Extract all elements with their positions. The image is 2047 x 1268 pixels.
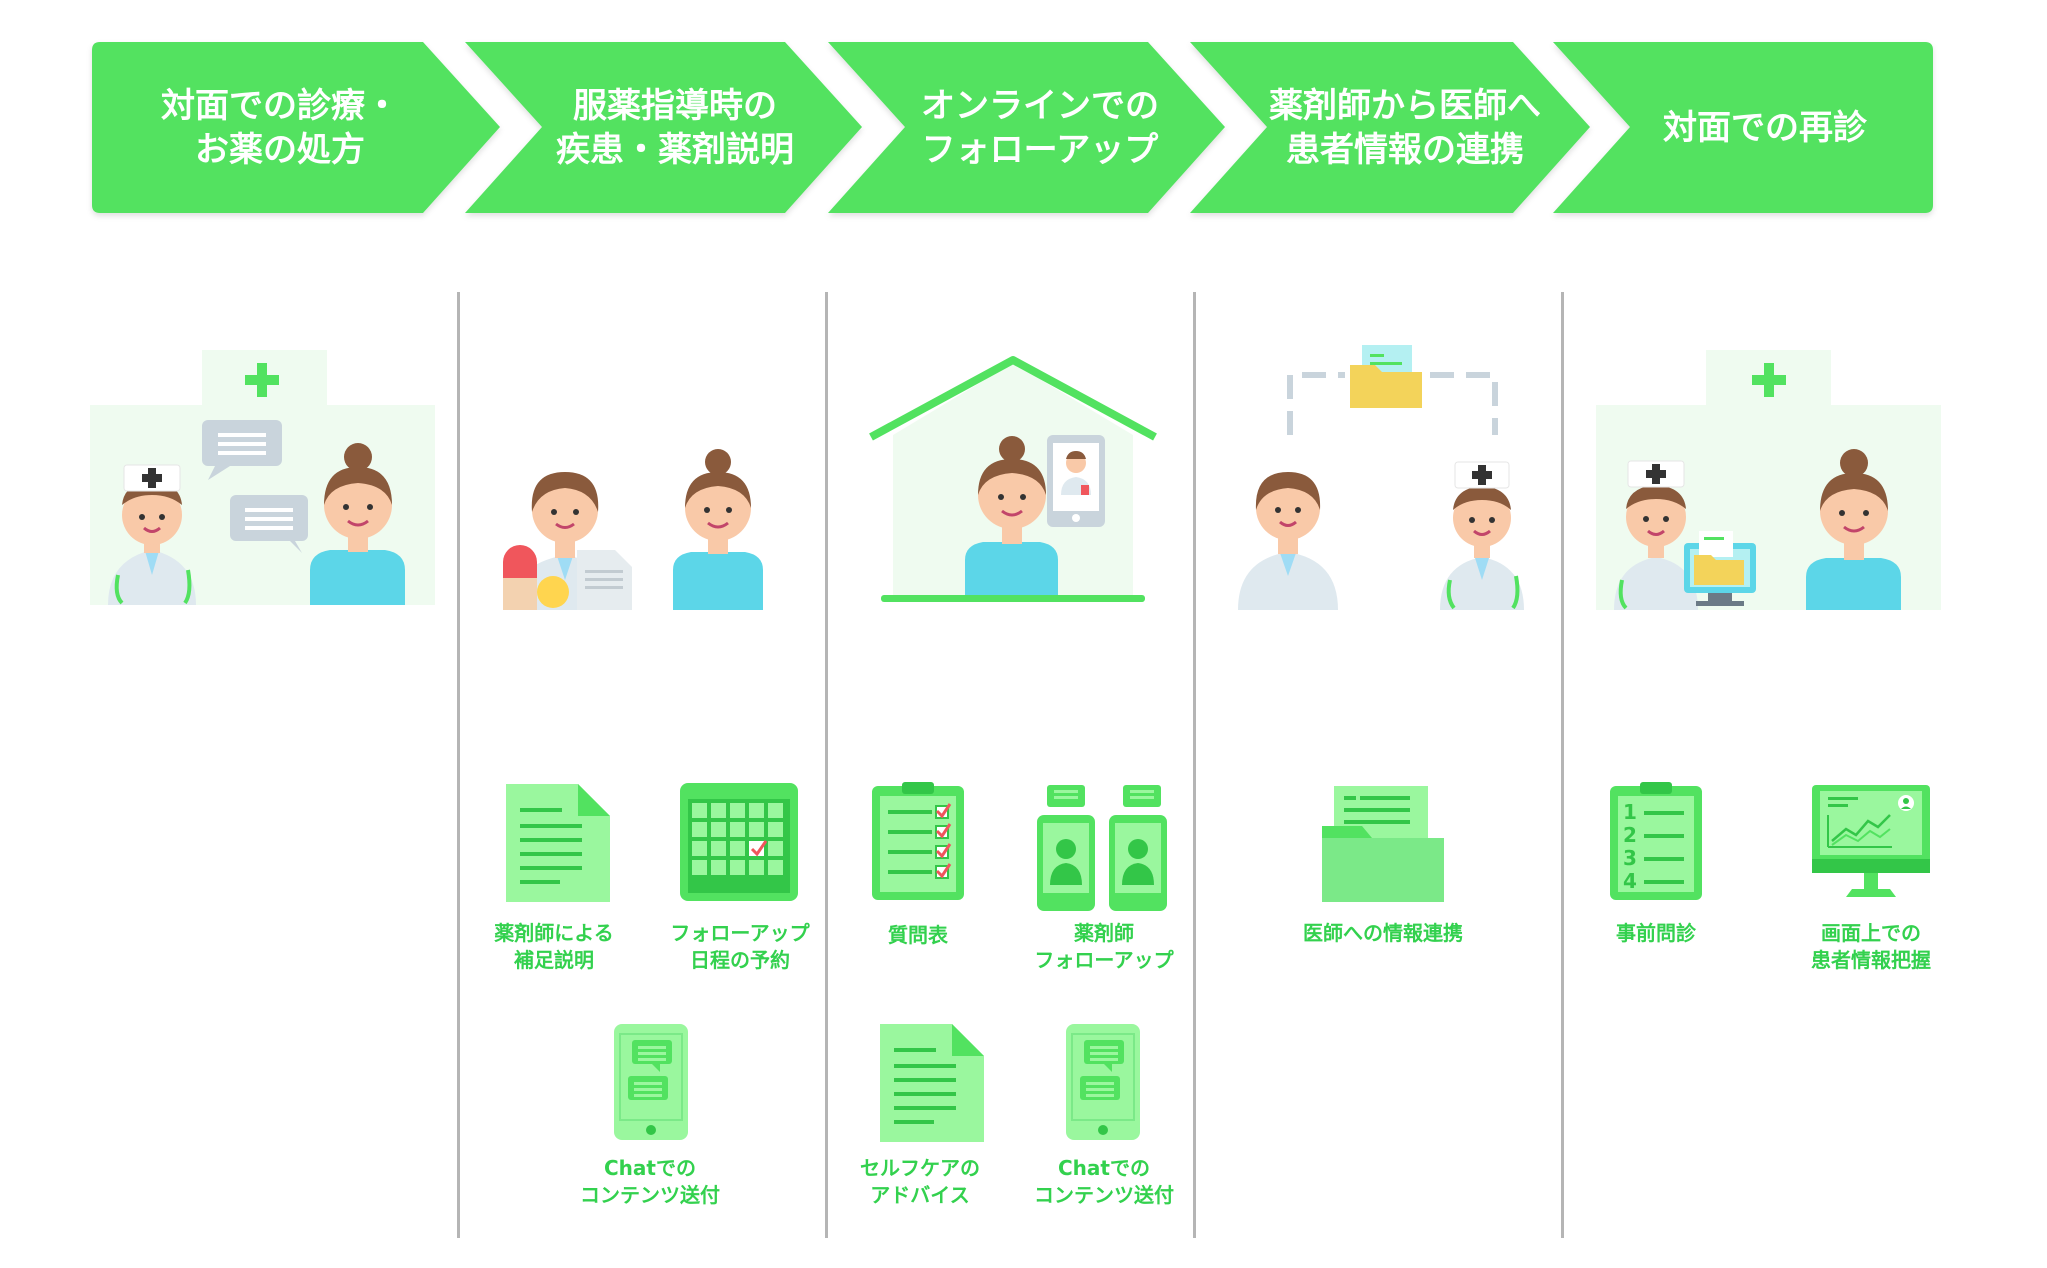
step-label-5: 対面での再診 xyxy=(1663,107,1867,148)
column-divider xyxy=(1193,292,1196,1238)
document-icon xyxy=(577,550,632,610)
svg-text:1: 1 xyxy=(1623,800,1637,824)
step-arrow-2 xyxy=(465,42,862,213)
clinic-consultation-illustration xyxy=(90,350,435,605)
patient-figure xyxy=(673,449,763,610)
home-followup-illustration xyxy=(869,356,1157,602)
tool-label-chat-content: Chatでの コンテンツ送付 xyxy=(580,1156,720,1207)
step-label-1: 対面での診療・ お薬の処方 xyxy=(161,85,399,170)
svg-text:3: 3 xyxy=(1623,846,1637,870)
computer-monitor-icon xyxy=(1684,531,1756,606)
step-arrow-5 xyxy=(1553,42,1933,213)
tool-label-questionnaire: 質問表 xyxy=(888,923,948,947)
medical-cross-icon xyxy=(245,363,279,397)
tool-label-selfcare-advice: セルフケアの アドバイス xyxy=(860,1156,980,1207)
connection-bracket xyxy=(1287,372,1498,435)
svg-text:4: 4 xyxy=(1623,869,1637,893)
doctor-figure xyxy=(1614,460,1698,610)
tool-label-pre-consultation: 事前問診 xyxy=(1616,921,1696,945)
column-divider xyxy=(457,292,460,1238)
medicine-capsule-icon xyxy=(503,545,569,610)
step-label-3: オンラインでの フォローアップ xyxy=(921,85,1159,170)
smartphone-video-icon xyxy=(1047,435,1105,527)
speech-bubble-icon xyxy=(230,495,308,553)
checklist-icon xyxy=(872,782,964,900)
speech-bubble-icon xyxy=(202,420,282,480)
step-arrow-3 xyxy=(828,42,1225,213)
chat-phone-icon xyxy=(1066,1024,1140,1140)
svg-text:2: 2 xyxy=(1623,823,1637,847)
tool-label-pharmacist-followup: 薬剤師 フォローアップ xyxy=(1034,921,1174,972)
column-divider xyxy=(1561,292,1564,1238)
step-label-2: 服薬指導時の 疾患・薬剤説明 xyxy=(556,85,794,170)
medical-cross-icon xyxy=(1752,363,1786,397)
document-icon xyxy=(506,784,610,902)
patient-figure xyxy=(310,443,405,605)
document-icon xyxy=(880,1024,984,1142)
folder-icon xyxy=(1322,786,1444,902)
video-call-icon xyxy=(1037,785,1167,911)
info-sharing-illustration xyxy=(1238,345,1524,610)
tool-label-chat-content: Chatでの コンテンツ送付 xyxy=(1034,1156,1174,1207)
step-arrow-4 xyxy=(1190,42,1590,213)
calendar-icon xyxy=(680,783,798,901)
folder-icon xyxy=(1350,345,1422,408)
column-divider xyxy=(825,292,828,1238)
tool-label-followup-schedule: フォローアップ 日程の予約 xyxy=(670,921,810,972)
tool-label-doctor-info-sharing: 医師への情報連携 xyxy=(1303,921,1463,945)
doctor-figure xyxy=(108,464,196,605)
patient-figure xyxy=(1806,449,1901,610)
house-roof xyxy=(869,356,1157,441)
monitor-chart-icon xyxy=(1812,785,1930,897)
doctor-figure xyxy=(1440,461,1524,610)
tool-label-onscreen-patient-info: 画面上での 患者情報把握 xyxy=(1811,921,1931,972)
step-label-4: 薬剤師から医師へ 患者情報の連携 xyxy=(1269,85,1541,170)
process-flow xyxy=(92,42,1933,213)
clinic-revisit-illustration xyxy=(1596,350,1941,610)
patient-figure xyxy=(965,436,1058,595)
pharmacist-figure xyxy=(1238,472,1338,610)
tool-label-supplementary-explanation: 薬剤師による 補足説明 xyxy=(494,921,614,972)
pharmacist-explanation-illustration xyxy=(503,449,763,610)
step-arrow-1 xyxy=(92,42,500,213)
chat-phone-icon xyxy=(614,1024,688,1140)
